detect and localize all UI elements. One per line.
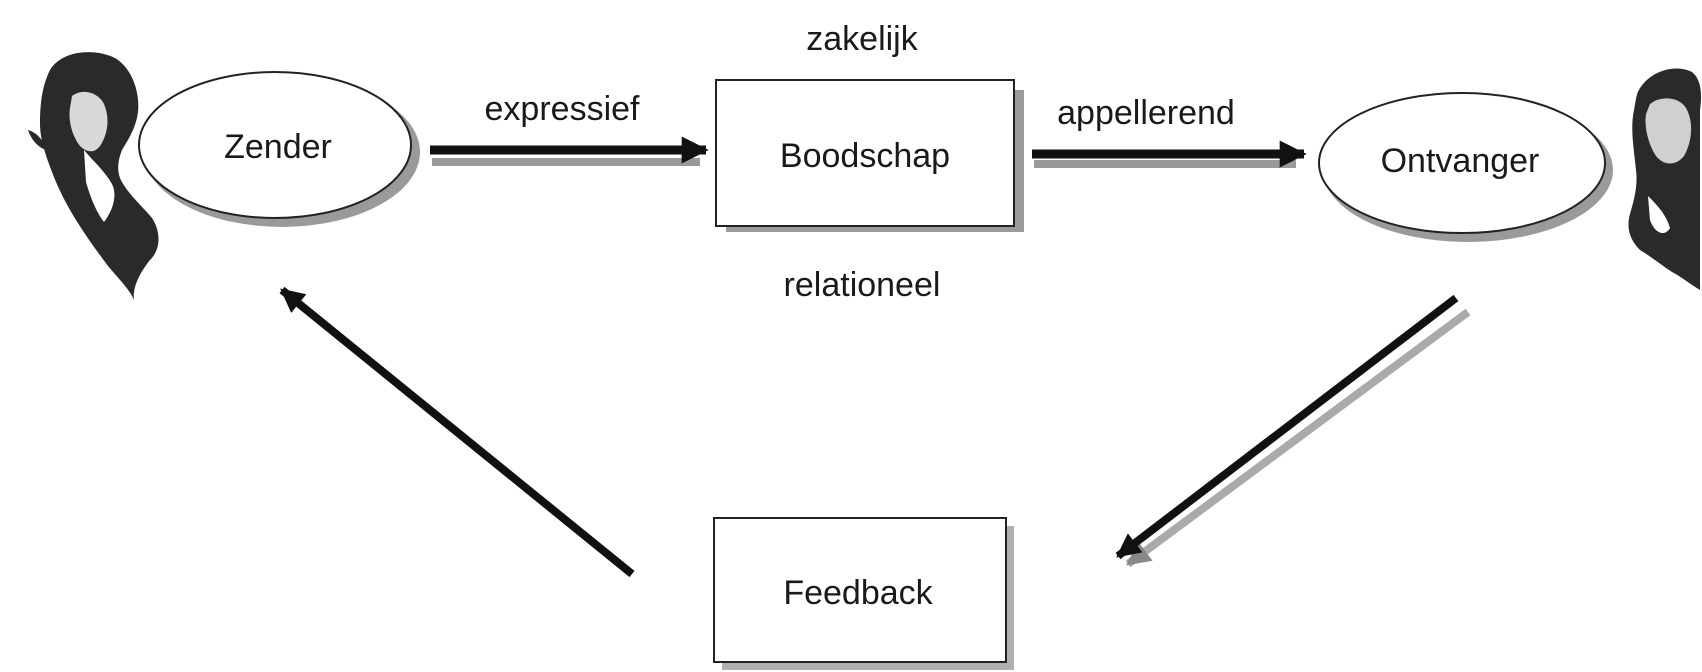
message-box [715, 79, 1015, 227]
edge-label-appellerend: appellerend [1057, 94, 1235, 132]
receiver-ellipse [1318, 92, 1606, 234]
sender-person-illustration [28, 52, 159, 300]
edge-label-expressief: expressief [485, 90, 641, 128]
receiver-label: Ontvanger [1381, 142, 1540, 180]
annotation-zakelijk: zakelijk [806, 20, 918, 58]
message-label: Boodschap [780, 137, 950, 175]
arrow-message-to-receiver [1032, 140, 1307, 168]
annotation-relationeel: relationeel [784, 266, 941, 304]
arrow-feedback-to-sender [279, 286, 635, 578]
sender-label: Zender [224, 128, 332, 166]
receiver-person-illustration [1628, 68, 1702, 291]
feedback-label: Feedback [783, 574, 933, 612]
sender-ellipse [138, 71, 412, 219]
arrow-receiver-to-feedback [1115, 294, 1471, 568]
arrow-sender-to-message [430, 136, 709, 166]
feedback-box [713, 517, 1007, 663]
